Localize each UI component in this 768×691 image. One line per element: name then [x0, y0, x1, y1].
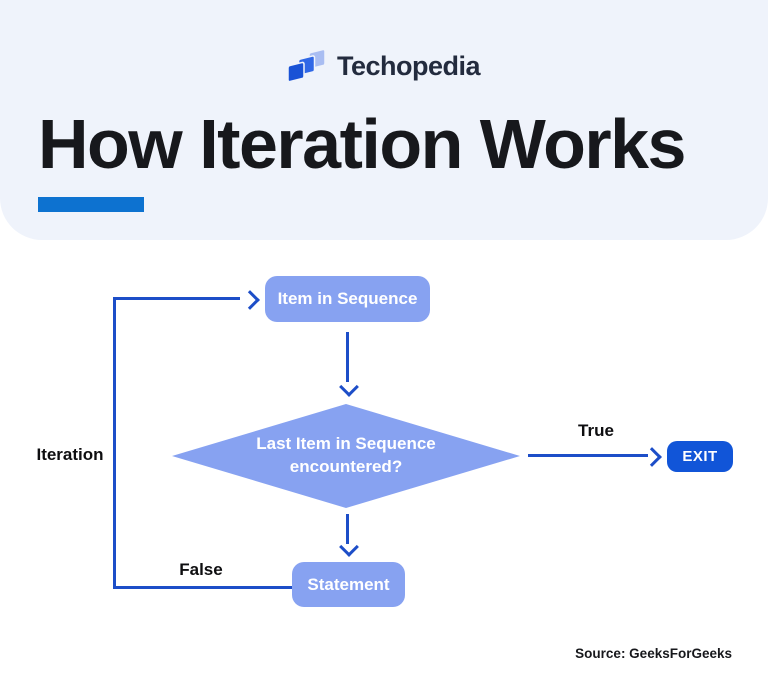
label-false: False	[179, 560, 223, 579]
node-item-in-sequence: Item in Sequence	[265, 276, 430, 322]
techopedia-logo-text: Techopedia	[336, 50, 481, 81]
arrowhead-into-statement-icon	[339, 537, 359, 557]
loop-line-top	[113, 297, 240, 300]
node-statement: Statement	[292, 562, 405, 607]
node-decision-diamond	[172, 404, 520, 508]
source-credit: Source: GeeksForGeeks	[575, 646, 732, 661]
label-true: True	[578, 421, 614, 440]
header: Techopedia How Iteration Works	[0, 0, 768, 240]
page-title: How Iteration Works	[38, 105, 686, 183]
arrowhead-into-item-icon	[240, 290, 260, 310]
techopedia-logo: Techopedia	[0, 44, 768, 88]
techopedia-logo-icon	[287, 48, 326, 83]
decision-to-statement-line	[346, 514, 349, 544]
arrowhead-into-exit-icon	[642, 447, 662, 467]
loop-line-vertical	[113, 297, 116, 589]
item-to-decision-line	[346, 332, 349, 382]
true-line	[528, 454, 648, 457]
node-decision-label: Last Item in Sequence encountered?	[172, 404, 520, 508]
decision-label-line2: encountered?	[289, 457, 403, 476]
arrowhead-into-decision-icon	[339, 377, 359, 397]
decision-label-line1: Last Item in Sequence	[256, 434, 436, 454]
title-accent-bar	[38, 197, 144, 212]
node-exit: EXIT	[667, 441, 733, 472]
label-iteration: Iteration	[36, 445, 104, 464]
false-line	[114, 586, 292, 589]
